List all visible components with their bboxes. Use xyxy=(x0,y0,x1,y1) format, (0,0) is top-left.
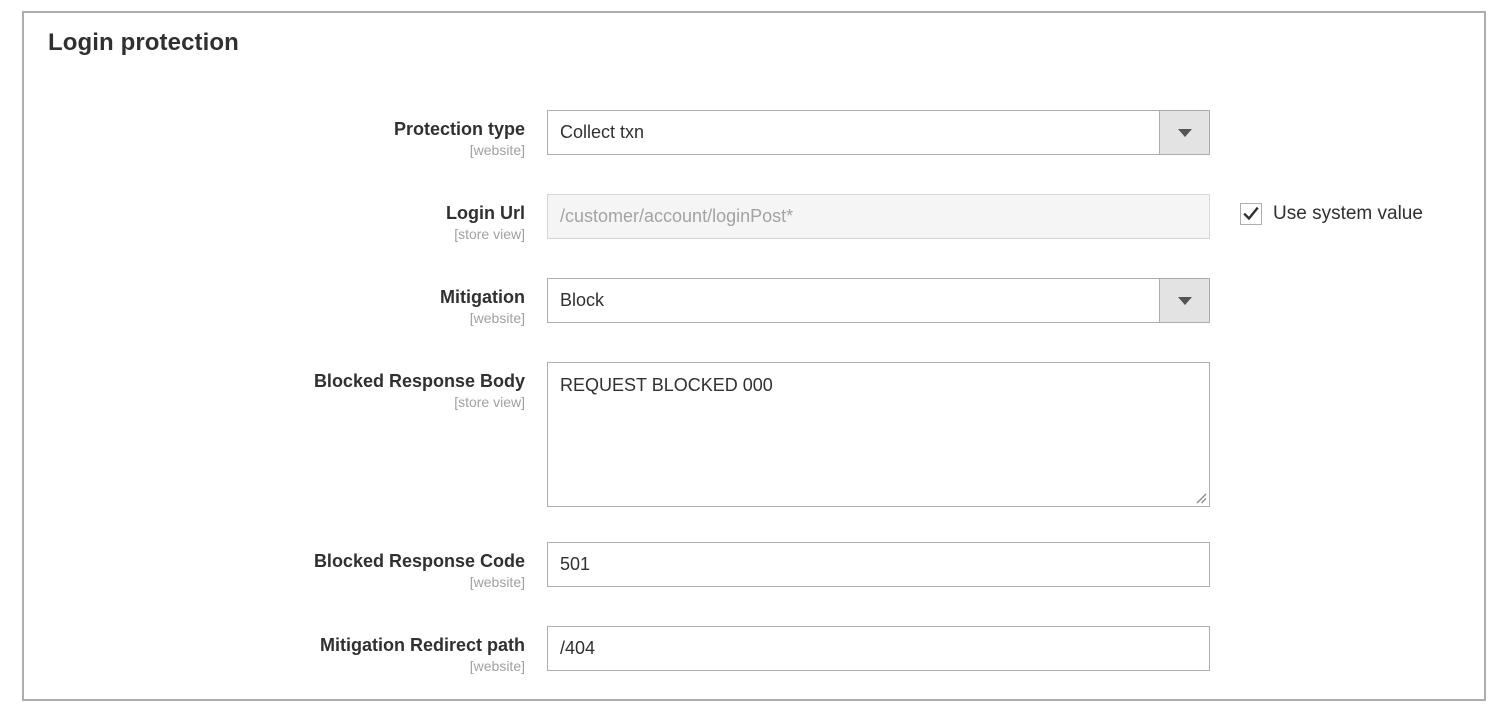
field-label-text: Blocked Response Code xyxy=(313,551,525,571)
mitigation-select[interactable]: Block xyxy=(547,278,1210,323)
protection-type-select-value[interactable]: Collect txn xyxy=(547,110,1210,155)
field-label-text: Blocked Response Body xyxy=(313,371,525,391)
field-label-text: Protection type xyxy=(393,119,525,139)
label-protection-type: Protection type [website] xyxy=(24,110,547,159)
label-blocked-response-body: Blocked Response Body [store view] xyxy=(24,362,547,411)
label-blocked-response-code: Blocked Response Code [website] xyxy=(24,542,547,591)
blocked-response-code-input[interactable]: 501 xyxy=(547,542,1210,587)
use-system-value-label: Use system value xyxy=(1273,203,1423,224)
field-row-mitigation: Mitigation [website] Block xyxy=(24,278,1484,327)
field-row-login-url: Login Url [store view] /customer/account… xyxy=(24,194,1484,243)
use-system-value-row[interactable]: Use system value xyxy=(1240,203,1423,225)
field-row-blocked-response-body: Blocked Response Body [store view] REQUE… xyxy=(24,362,1484,507)
control-blocked-response-code: 501 xyxy=(547,542,1210,587)
mitigation-select-value[interactable]: Block xyxy=(547,278,1210,323)
label-mitigation-redirect-path: Mitigation Redirect path [website] xyxy=(24,626,547,675)
mitigation-select-button[interactable] xyxy=(1159,279,1209,322)
label-mitigation: Mitigation [website] xyxy=(24,278,547,327)
field-scope-text: [website] xyxy=(469,574,525,590)
field-label-text: Login Url xyxy=(446,203,525,223)
field-label-text: Mitigation Redirect path xyxy=(319,635,525,655)
field-scope-text: [store view] xyxy=(454,226,525,242)
field-row-protection-type: Protection type [website] Collect txn xyxy=(24,110,1484,159)
protection-type-select[interactable]: Collect txn xyxy=(547,110,1210,155)
use-system-value-checkbox[interactable] xyxy=(1240,203,1262,225)
login-url-input: /customer/account/loginPost* xyxy=(547,194,1210,239)
mitigation-redirect-path-input[interactable]: /404 xyxy=(547,626,1210,671)
field-scope-text: [store view] xyxy=(454,394,525,410)
field-scope-text: [website] xyxy=(469,142,525,158)
protection-type-select-button[interactable] xyxy=(1159,111,1209,154)
field-scope-text: [website] xyxy=(469,658,525,674)
resize-handle-icon[interactable] xyxy=(1193,490,1207,504)
blocked-response-body-value[interactable]: REQUEST BLOCKED 000 xyxy=(560,375,773,395)
page-title: Login protection xyxy=(48,29,239,56)
control-mitigation: Block xyxy=(547,278,1210,323)
label-login-url: Login Url [store view] xyxy=(24,194,547,243)
login-protection-panel: Login protection Protection type [websit… xyxy=(22,11,1486,701)
field-row-mitigation-redirect-path: Mitigation Redirect path [website] /404 xyxy=(24,626,1484,675)
field-row-blocked-response-code: Blocked Response Code [website] 501 xyxy=(24,542,1484,591)
chevron-down-icon xyxy=(1177,128,1192,137)
login-protection-form: Protection type [website] Collect txn Lo… xyxy=(24,110,1484,675)
control-blocked-response-body: REQUEST BLOCKED 000 xyxy=(547,362,1210,507)
control-mitigation-redirect-path: /404 xyxy=(547,626,1210,671)
blocked-response-body-textarea[interactable]: REQUEST BLOCKED 000 xyxy=(547,362,1210,507)
field-label-text: Mitigation xyxy=(440,287,525,307)
control-protection-type: Collect txn xyxy=(547,110,1210,155)
chevron-down-icon xyxy=(1177,296,1192,305)
control-login-url: /customer/account/loginPost* Use system … xyxy=(547,194,1423,239)
field-scope-text: [website] xyxy=(469,310,525,326)
